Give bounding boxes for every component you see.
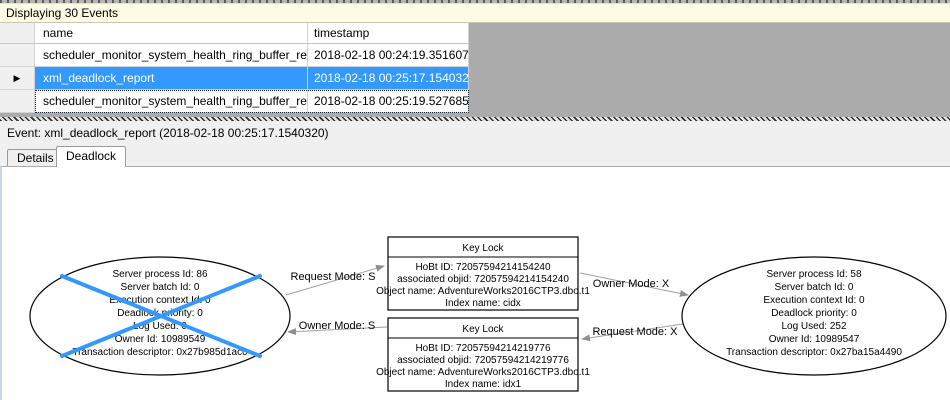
- process-node-right[interactable]: Server process Id: 58 Server batch Id: 0…: [681, 256, 947, 376]
- edge-label-request-x: Request Mode: X: [593, 326, 679, 338]
- horizontal-splitter[interactable]: [0, 117, 950, 121]
- process-right-line: Server batch Id: 0: [775, 282, 854, 293]
- timestamp-cell[interactable]: 2018-02-18 00:25:17.1540320: [308, 67, 469, 90]
- event-summary-bar: Event: xml_deadlock_report (2018-02-18 0…: [0, 121, 950, 145]
- resource-bottom-line: associated objid: 72057594214219776: [397, 355, 569, 366]
- deadlock-victim-x-icon: [60, 274, 262, 358]
- process-right-line: Deadlock priority: 0: [771, 308, 857, 319]
- name-cell[interactable]: xml_deadlock_report: [35, 67, 308, 90]
- event-summary-label: Event: xml_deadlock_report (2018-02-18 0…: [7, 126, 329, 140]
- events-table: name timestamp scheduler_monitor_system_…: [0, 23, 950, 117]
- process-left-line: Transaction descriptor: 0x27b985d1ac0: [72, 347, 248, 358]
- edge-label-owner-x: Owner Mode: X: [593, 278, 670, 290]
- deadlock-graph: Server process Id: 86 Server batch Id: 0…: [29, 236, 947, 392]
- resource-node-bottom[interactable]: Key Lock HoBt ID: 72057594214219776 asso…: [376, 317, 590, 392]
- timestamp-cell[interactable]: 2018-02-18 00:25:19.5276859: [308, 90, 469, 113]
- events-count-label: Displaying 30 Events: [6, 6, 119, 20]
- resource-bottom-line: Object name: AdventureWorks2016CTP3.dbo.…: [376, 367, 590, 378]
- edge-request-s: [285, 264, 385, 296]
- events-count-bar: Displaying 30 Events: [0, 3, 950, 23]
- edge-request-x: [581, 323, 684, 342]
- tab-details[interactable]: Details: [7, 149, 64, 166]
- row-selector-cell[interactable]: [0, 44, 35, 67]
- resource-top-line: Index name: cidx: [445, 298, 521, 309]
- resource-top-line: associated objid: 72057594214154240: [397, 274, 569, 285]
- name-cell[interactable]: scheduler_monitor_system_health_ring_buf…: [35, 44, 308, 67]
- edge-label-request-s: Request Mode: S: [291, 271, 376, 283]
- edge-owner-x: [579, 272, 689, 297]
- timestamp-cell[interactable]: 2018-02-18 00:24:19.3516078: [308, 44, 469, 67]
- name-cell[interactable]: scheduler_monitor_system_health_ring_buf…: [35, 90, 308, 113]
- table-header-row: name timestamp: [0, 23, 469, 44]
- column-header-name[interactable]: name: [35, 23, 308, 44]
- resource-node-top[interactable]: Key Lock HoBt ID: 72057594214154240 asso…: [376, 236, 590, 311]
- row-selector-cell[interactable]: ▶: [0, 67, 35, 90]
- column-header-timestamp[interactable]: timestamp: [308, 23, 469, 44]
- tab-deadlock[interactable]: Deadlock: [56, 146, 127, 167]
- resource-top-line: Object name: AdventureWorks2016CTP3.dbo.…: [376, 286, 590, 297]
- table-row[interactable]: scheduler_monitor_system_health_ring_buf…: [0, 90, 469, 113]
- process-left-line: Deadlock priority: 0: [117, 308, 203, 319]
- process-right-line: Transaction descriptor: 0x27ba15a4490: [726, 347, 902, 358]
- process-left-line: Server process Id: 86: [112, 269, 207, 280]
- process-left-line: Server batch Id: 0: [121, 282, 200, 293]
- panel-gripper[interactable]: [0, 0, 950, 3]
- tab-strip: Details Deadlock: [0, 145, 950, 167]
- table-row[interactable]: scheduler_monitor_system_health_ring_buf…: [0, 44, 469, 67]
- resource-top-title: Key Lock: [462, 243, 504, 254]
- row-selector-cell[interactable]: [0, 90, 35, 113]
- resource-top-line: HoBt ID: 72057594214154240: [415, 262, 551, 273]
- process-right-line: Execution context Id: 0: [763, 295, 865, 306]
- process-right-line: Owner Id: 10989547: [769, 334, 860, 345]
- row-selector-header-cell: [0, 23, 35, 44]
- process-left-line: Owner Id: 10989549: [115, 334, 206, 345]
- table-row-selected[interactable]: ▶ xml_deadlock_report 2018-02-18 00:25:1…: [0, 67, 469, 90]
- selected-row-arrow-icon: ▶: [13, 72, 21, 83]
- resource-bottom-line: Index name: idx1: [445, 379, 522, 390]
- process-node-left[interactable]: Server process Id: 86 Server batch Id: 0…: [29, 256, 291, 376]
- process-left-line: Log Used: 0: [133, 321, 187, 332]
- edge-owner-s: [287, 326, 388, 336]
- process-left-line: Execution context Id: 0: [109, 295, 211, 306]
- edge-label-owner-s: Owner Mode: S: [299, 320, 375, 332]
- resource-bottom-line: HoBt ID: 72057594214219776: [415, 343, 551, 354]
- process-right-line: Server process Id: 58: [766, 269, 861, 280]
- resource-bottom-title: Key Lock: [462, 324, 504, 335]
- process-right-line: Log Used: 252: [781, 321, 846, 332]
